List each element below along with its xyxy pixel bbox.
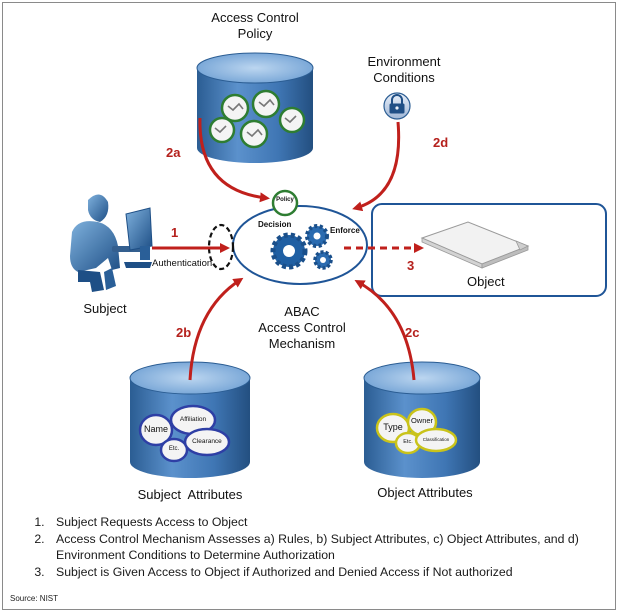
policy-title-line1: Access Control xyxy=(211,10,299,25)
authentication-ring xyxy=(207,223,235,271)
attribute-clearance-label: Clearance xyxy=(192,438,222,445)
attribute-bubble xyxy=(414,427,458,453)
document-icon xyxy=(420,221,530,269)
policy-rule-icon xyxy=(208,89,306,149)
object-attributes-arrow xyxy=(354,280,416,381)
subject-label: Subject xyxy=(83,301,127,316)
policy-badge xyxy=(271,189,299,217)
attribute-bubble xyxy=(138,413,174,447)
environment-arrow xyxy=(352,121,401,212)
enforce-label: Enforce xyxy=(330,226,360,235)
legend-item: Subject is Given Access to Object if Aut… xyxy=(48,564,604,581)
step-2a-label: 2a xyxy=(166,145,181,160)
legend-list: Subject Requests Access to Object Access… xyxy=(24,514,604,580)
legend: Subject Requests Access to Object Access… xyxy=(24,514,604,580)
policy-title-line2: Policy xyxy=(237,26,273,41)
padlock-icon xyxy=(383,92,411,120)
environment-title: Environment Conditions xyxy=(354,54,454,86)
attribute-etc-label: Etc. xyxy=(403,439,413,445)
subject-attributes-title: Subject Attributes xyxy=(137,487,243,502)
attribute-owner-label: Owner xyxy=(410,416,434,425)
object-attributes-database xyxy=(363,361,481,478)
environment-title-line2: Conditions xyxy=(373,70,435,85)
environment-title-line1: Environment xyxy=(367,54,441,69)
attribute-type-label: Type xyxy=(383,422,403,432)
attribute-affiliation-label: Affiliation xyxy=(179,416,207,423)
mechanism-title-line3: Mechanism xyxy=(268,336,336,351)
policy-arrow xyxy=(198,117,270,203)
step-2c-label: 2c xyxy=(405,325,420,340)
subject-attributes-arrow xyxy=(188,277,244,381)
legend-item: Subject Requests Access to Object xyxy=(48,514,604,531)
step-2d-label: 2d xyxy=(433,135,449,150)
authentication-label: Authentication xyxy=(152,258,213,269)
attribute-bubble xyxy=(159,437,189,463)
gears-icon xyxy=(270,224,333,270)
attribute-classification-label: Classification xyxy=(422,437,450,442)
mechanism-title-line1: ABAC xyxy=(284,304,320,319)
user-at-computer-icon xyxy=(70,194,153,292)
policy-badge-label: Policy xyxy=(276,197,294,203)
source-note: Source: NIST xyxy=(10,594,59,603)
attribute-name-label: Name xyxy=(143,424,168,434)
attribute-bubble xyxy=(183,427,231,457)
step-2b-label: 2b xyxy=(176,325,192,340)
step-1-label: 1 xyxy=(171,225,179,240)
legend-item: Access Control Mechanism Assesses a) Rul… xyxy=(48,531,604,564)
mechanism-title-line2: Access Control xyxy=(258,320,346,335)
attribute-etc-label: Etc. xyxy=(168,446,180,452)
policy-database xyxy=(196,52,314,163)
object-attributes-title: Object Attributes xyxy=(377,485,473,500)
policy-title: Access Control Policy xyxy=(190,10,320,42)
step-3-label: 3 xyxy=(407,258,415,273)
object-label: Object xyxy=(467,274,505,289)
decision-label: Decision xyxy=(258,220,292,229)
mechanism-title: ABAC Access Control Mechanism xyxy=(240,304,364,352)
